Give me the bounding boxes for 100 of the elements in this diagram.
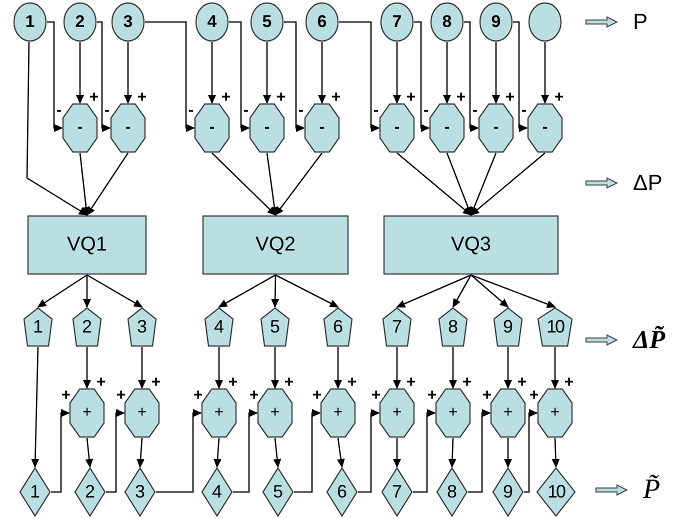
edge-label: + xyxy=(331,90,341,106)
edge-label: + xyxy=(505,90,515,106)
output-diamond xyxy=(381,467,413,517)
arrow xyxy=(271,274,280,308)
edge-label: + xyxy=(564,375,574,391)
adder-octagon xyxy=(490,388,526,438)
pentagon-node xyxy=(323,307,353,347)
arrow xyxy=(218,274,276,308)
quantizer-box xyxy=(383,215,559,275)
adder-octagon xyxy=(435,388,471,438)
edge-label: + xyxy=(312,388,322,404)
output-diamond xyxy=(436,467,468,517)
edge-label: + xyxy=(347,375,357,391)
node-label: 1 xyxy=(32,316,44,338)
node-label: - xyxy=(124,119,132,137)
node-label: + xyxy=(391,404,403,422)
edge-label: + xyxy=(249,388,259,404)
row-label: P̃ xyxy=(643,474,660,506)
output-diamond xyxy=(124,467,156,517)
edge-label: - xyxy=(373,103,379,119)
subtractor-octagon xyxy=(304,103,340,153)
edge-label: + xyxy=(371,388,381,404)
arrow xyxy=(358,409,380,493)
arrow xyxy=(124,42,132,104)
arrow xyxy=(214,438,222,468)
input-circle xyxy=(528,2,562,42)
edge-label: - xyxy=(56,103,62,119)
edge-label: + xyxy=(456,90,466,106)
arrow xyxy=(37,274,88,308)
arrow xyxy=(83,275,91,308)
edge-label: + xyxy=(193,388,203,404)
arrow xyxy=(470,152,497,216)
arrow xyxy=(266,152,278,216)
arrow xyxy=(212,152,276,216)
arrow xyxy=(284,21,305,132)
arrow xyxy=(233,409,258,493)
arrow xyxy=(97,21,111,132)
subtractor-octagon xyxy=(62,103,98,153)
edge-label: + xyxy=(482,388,492,404)
arrow xyxy=(464,21,479,132)
node-label: - xyxy=(541,119,549,137)
arrow xyxy=(215,347,223,389)
row-label: ΔP xyxy=(633,170,662,196)
edge-label: + xyxy=(554,90,564,106)
input-circle xyxy=(380,2,414,42)
node-label: 6 xyxy=(332,316,344,338)
arrow xyxy=(396,152,472,216)
edge-label: + xyxy=(406,375,416,391)
node-label: 7 xyxy=(390,482,403,502)
arrow xyxy=(263,42,271,104)
node-label: + xyxy=(549,404,561,422)
input-circle xyxy=(305,2,339,42)
node-label: + xyxy=(502,404,514,422)
adder-octagon xyxy=(69,388,105,438)
subtractor-octagon xyxy=(527,103,563,153)
output-diamond xyxy=(74,467,106,517)
pentagon-node xyxy=(493,307,523,347)
arrow xyxy=(504,438,512,468)
subtractor-octagon xyxy=(429,103,465,153)
output-diamond xyxy=(201,467,233,517)
edge-label: + xyxy=(517,375,527,391)
node-label: 9 xyxy=(502,482,514,502)
edge-label: + xyxy=(228,375,238,391)
node-label: 5 xyxy=(272,482,284,502)
node-label: + xyxy=(447,404,459,422)
arrow xyxy=(452,274,472,308)
edge-label: + xyxy=(427,388,437,404)
subtractor-octagon xyxy=(249,103,285,153)
edge-label: - xyxy=(472,103,478,119)
arrow xyxy=(336,438,345,468)
subtractor-octagon xyxy=(478,103,514,153)
node-label: 5 xyxy=(261,12,273,32)
arrow xyxy=(85,438,94,468)
node-label: + xyxy=(136,404,148,422)
output-diamond xyxy=(326,467,358,517)
node-label: 10 xyxy=(545,316,566,338)
pentagon-node xyxy=(438,307,468,347)
arrow xyxy=(86,274,143,308)
output-diamond xyxy=(492,467,524,517)
edge-label: + xyxy=(61,388,71,404)
arrow xyxy=(208,42,216,104)
node-label: 9 xyxy=(502,316,514,338)
node-label: 7 xyxy=(391,12,403,32)
edge-label: + xyxy=(462,375,472,391)
subtractor-octagon xyxy=(110,103,146,153)
adder-octagon xyxy=(257,388,293,438)
arrow xyxy=(446,152,472,216)
node-label: 5 xyxy=(268,316,281,338)
node-label: 2 xyxy=(84,482,96,502)
node-label: VQ3 xyxy=(450,234,492,256)
arrow xyxy=(524,409,538,493)
edge-label: + xyxy=(284,375,294,391)
input-circle xyxy=(250,2,284,42)
arrow xyxy=(449,347,457,389)
node-label: 4 xyxy=(210,482,223,502)
arrow xyxy=(396,274,472,308)
node-label: 3 xyxy=(136,316,148,338)
edge-label: + xyxy=(151,375,161,391)
arrow xyxy=(275,274,339,308)
arrow xyxy=(83,347,91,389)
